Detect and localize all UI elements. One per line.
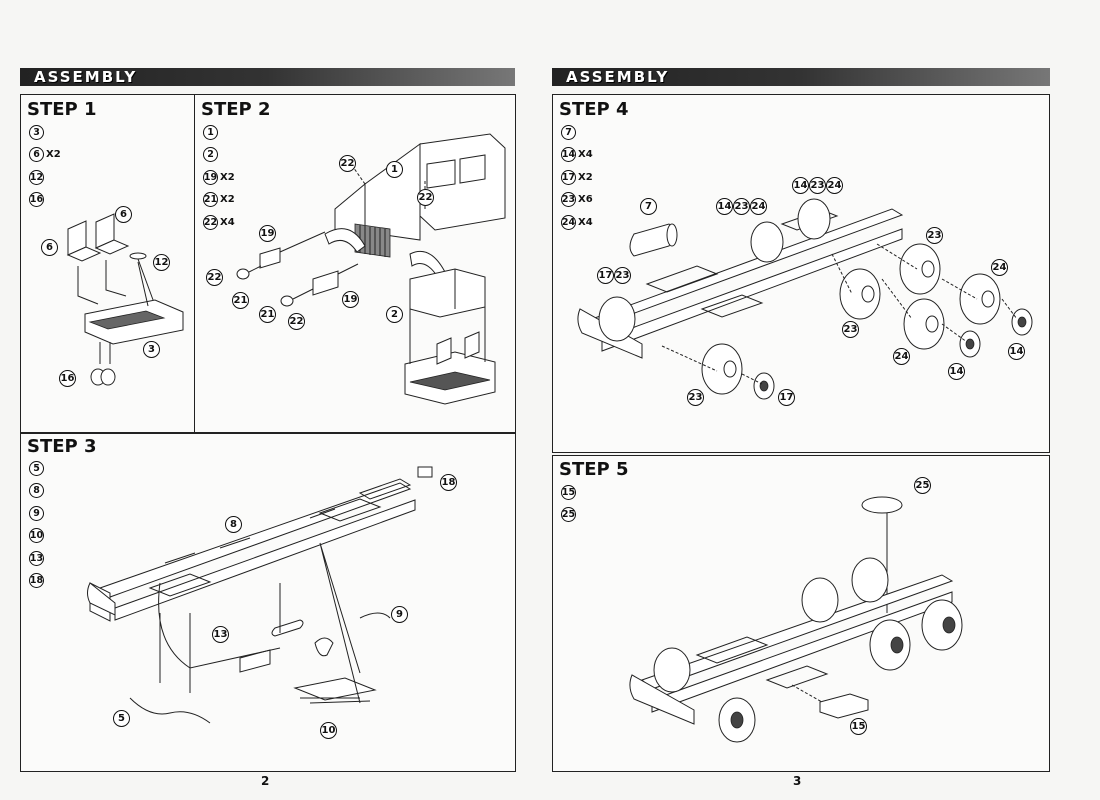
callout-part-23: 23 (842, 321, 859, 338)
callout-part-23: 23 (687, 389, 704, 406)
step5-completed-chassis-diagram (629, 496, 963, 743)
callout-part-23: 23 (926, 227, 943, 244)
callout-part-15: 15 (850, 718, 867, 735)
step-divider (194, 94, 196, 433)
parts-list-item: 9 (29, 502, 46, 525)
step5-frame (552, 455, 1050, 772)
parts-list-item: 16 (29, 192, 44, 208)
callout-part-19: 19 (342, 291, 359, 308)
banner-title: ASSEMBLY (34, 68, 138, 86)
callout-part-25: 25 (914, 477, 931, 494)
callout-part-12: 12 (153, 254, 170, 271)
step2-cab-diagram (236, 133, 506, 405)
callout-part-14: 14 (1008, 343, 1025, 360)
callout-part-9: 9 (391, 606, 408, 623)
step3-chassis-diagram (87, 466, 433, 724)
step3-parts-list: 5 8 9 10 13 18 (29, 457, 46, 592)
parts-list-item: 13 (29, 550, 44, 566)
callout-part-7: 7 (640, 198, 657, 215)
step4-wheels-diagram (577, 198, 1033, 400)
parts-list-item: 15 (561, 484, 576, 500)
step4-title: STEP 4 (559, 99, 629, 120)
callout-part-14: 14 (948, 363, 965, 380)
parts-list-item: 10 (29, 528, 44, 544)
callout-part-2: 2 (386, 306, 403, 323)
callout-part-5: 5 (113, 710, 130, 727)
callout-part-10: 10 (320, 722, 337, 739)
callout-part-21: 21 (259, 306, 276, 323)
callout-part-24: 24 (991, 259, 1008, 276)
step1-seat-diagram (66, 213, 184, 386)
left-page: ASSEMBLY (20, 68, 515, 86)
callout-part-24: 24 (893, 348, 910, 365)
parts-list-item: 2 (203, 144, 235, 167)
page-number-left: 2 (261, 774, 270, 788)
parts-list-item: 25 (561, 507, 576, 523)
callout-part-8: 8 (225, 516, 242, 533)
callout-part-22: 22 (206, 269, 223, 286)
callout-part-22: 22 (417, 189, 434, 206)
parts-list-item: 18 (29, 573, 44, 589)
callout-part-16: 16 (59, 370, 76, 387)
callout-part-6: 6 (115, 206, 132, 223)
parts-list-item: 3 (29, 121, 61, 144)
callout-part-1: 1 (386, 161, 403, 178)
assembly-banner-left: ASSEMBLY (20, 68, 515, 86)
parts-list-item: 1 (203, 121, 235, 144)
callout-part-21: 21 (232, 292, 249, 309)
right-page: ASSEMBLY (552, 68, 1050, 86)
callout-part-22: 22 (339, 155, 356, 172)
page-number-right: 3 (793, 774, 802, 788)
parts-list-item: 8 (29, 480, 46, 503)
parts-list-item: 12 (29, 169, 44, 185)
callout-part-19: 19 (259, 225, 276, 242)
callout-part-17: 17 (778, 389, 795, 406)
assembly-banner-right: ASSEMBLY (552, 68, 1050, 86)
callout-part-13: 13 (212, 626, 229, 643)
banner-title: ASSEMBLY (566, 68, 670, 86)
callout-part-3: 3 (143, 341, 160, 358)
step5-title: STEP 5 (559, 459, 629, 480)
step2-title: STEP 2 (201, 99, 271, 120)
parts-list-item: 7 (561, 121, 593, 144)
step1-title: STEP 1 (27, 99, 97, 120)
callout-part-18: 18 (440, 474, 457, 491)
step5-parts-list: 15 25 (561, 481, 578, 526)
callout-part-6: 6 (41, 239, 58, 256)
parts-list-item: 5 (29, 457, 46, 480)
callout-part-22: 22 (288, 313, 305, 330)
step3-title: STEP 3 (27, 436, 97, 457)
